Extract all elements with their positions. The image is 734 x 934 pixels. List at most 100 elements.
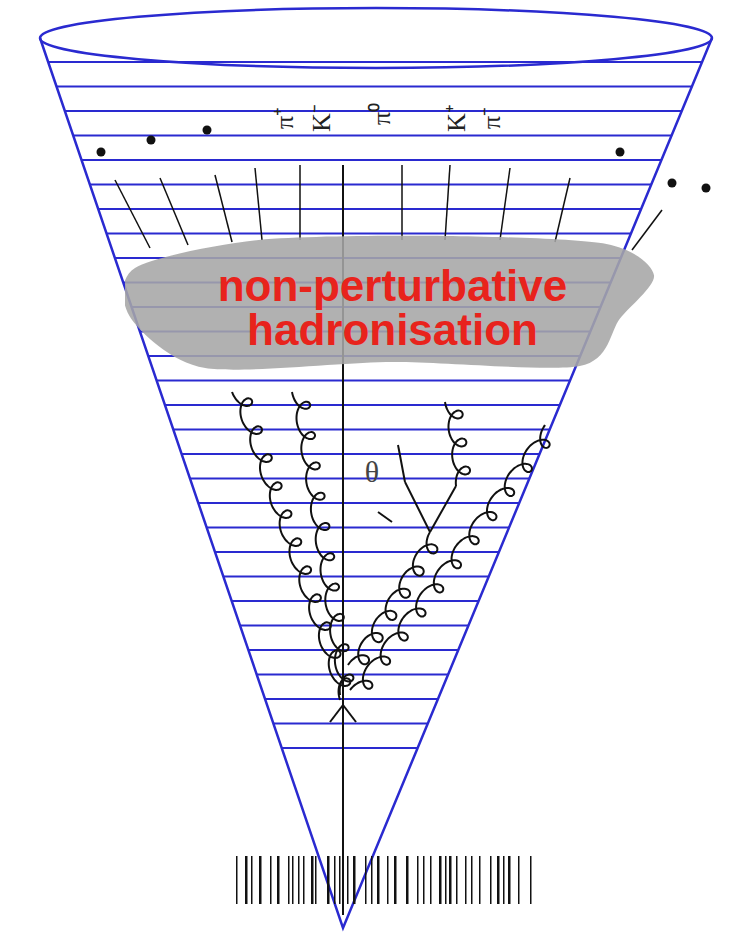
cone-rung [107,233,631,235]
cone-rung [190,478,529,480]
hadron-track [555,178,570,242]
angle-label: θ [365,455,379,489]
barcode-bar [430,856,432,904]
parton-line [330,705,343,722]
barcode-bar [347,856,349,904]
barcode-bar [270,856,272,904]
barcode-bar [245,856,248,904]
hadron-track [299,165,301,240]
barcode-bar [503,856,505,904]
barcode-bar [479,856,481,904]
barcode-bar [236,856,238,904]
parton-line [378,512,392,522]
barcode-bar [439,856,442,904]
gluon [350,425,550,690]
cone-rung [98,208,641,210]
cone-rung [48,61,702,63]
barcode-bar [490,856,492,904]
hadron-track [255,168,262,240]
barcode-bar [471,856,473,904]
barcode-bar [277,856,280,904]
cone-rung [223,576,488,578]
cone-rung [265,698,438,700]
barcode-bar [251,856,253,904]
ellipsis-dot [147,136,156,145]
hadron-track [500,168,510,240]
hadron-track [115,180,150,248]
barcode-bar [339,856,341,904]
barcode-bar [353,856,356,904]
hadron-track [632,210,662,250]
barcode-bar [394,856,397,904]
cone-rung [73,135,671,137]
cone-rung [82,159,662,161]
barcode-bar [417,856,419,904]
barcode-bar [423,856,425,904]
barcode-bar [365,856,367,904]
barcode-bar [445,856,447,904]
particle-label: π⁻ [472,107,508,129]
ellipsis-dot [203,126,212,135]
barcode-bar [530,856,532,904]
blob-fill [125,236,654,370]
cone-side [40,38,712,928]
cone-rung [157,380,570,382]
cone-rung [232,600,479,602]
cone-rim [40,8,712,68]
gluon [445,402,470,486]
barcode-bar [311,856,314,904]
barcode-bar [456,856,458,904]
cone-rung [282,747,418,749]
hadron-track [445,165,450,240]
blob-label: non-perturbative hadronisation [135,264,650,352]
particle-label: π⁺ [265,107,301,129]
cone-rung [240,625,468,627]
barcode-bar [406,856,409,904]
barcode-bar [465,856,467,904]
parton-line [430,486,456,532]
cone-rungs [48,62,702,748]
cone-rung [90,184,651,186]
barcode-bar [303,856,305,904]
ellipsis-dot [616,148,625,157]
parton-line [398,445,405,482]
hadron-track [215,175,232,242]
cone-rung [57,86,692,88]
barcode-bar [518,856,520,904]
ellipsis-dot [97,148,106,157]
barcode-bar [449,856,452,904]
cone-rung [273,723,427,725]
barcode-bar [288,856,290,904]
hadronisation-blob: non-perturbative hadronisation [125,232,660,376]
barcode-bar [508,856,511,904]
parton-line [405,482,430,532]
cone-rung [215,551,499,553]
barcode-bar [315,856,317,904]
hadron-track [160,178,188,245]
barcode-bar [334,856,336,904]
barcode-bar [497,856,500,904]
cone-rung [173,429,549,431]
barcode [236,856,532,904]
cone-rung [198,502,519,504]
barcode-bar [327,856,330,904]
barcode-bar [292,856,294,904]
gluon [292,392,353,695]
barcode-bar [377,856,380,904]
gluon [348,532,437,665]
cone-rung [248,649,458,651]
parton-line [343,705,356,722]
cone-rung [165,404,560,406]
ellipsis-dot [668,179,677,188]
barcode-bar [259,856,262,904]
ellipsis-dot [702,184,711,193]
particle-label: K⁺ [437,104,473,132]
gluon [232,392,350,700]
particle-label: π⁰ [362,103,398,125]
cone-rung [182,453,540,455]
barcode-bar [298,856,300,904]
particle-label: K⁻ [302,104,338,132]
barcode-bar [371,856,373,904]
barcode-bar [387,856,389,904]
